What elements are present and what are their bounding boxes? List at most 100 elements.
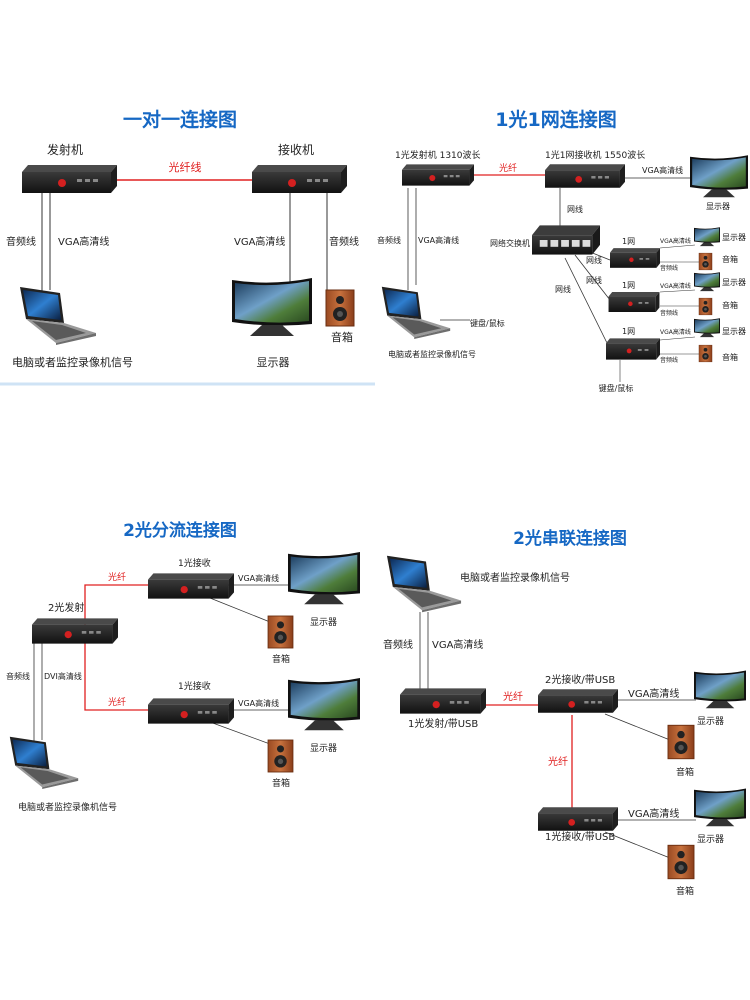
receiver-device — [545, 164, 625, 188]
vga-cable — [659, 289, 696, 293]
vga-label: VGA高清线 — [628, 807, 679, 820]
vga-label: VGA高清线 — [58, 235, 109, 248]
monitor-label: 显示器 — [310, 743, 337, 754]
speaker-icon — [267, 739, 294, 773]
diagram-2fiber-split: 2光分流连接图 2光发射 光纤 光纤 1光接收 1光接收 VGA高清线 VGA高… — [6, 520, 360, 813]
audio-label: 音频线 — [6, 235, 36, 248]
speaker-label: 音箱 — [722, 254, 738, 264]
laptop-icon — [9, 736, 79, 789]
audio-cable — [604, 831, 671, 859]
diagram-2-title: 1光1网连接图 — [495, 108, 616, 131]
net-line-label: 网线 — [586, 255, 602, 265]
unit-label: 1网 — [622, 237, 635, 246]
audio-cable — [209, 721, 271, 745]
vga-label: VGA高清线 — [628, 687, 679, 700]
transmitter-label: 发射机 — [47, 142, 83, 157]
speaker-label: 音箱 — [331, 330, 353, 344]
audio-label: 音频线 — [660, 264, 678, 272]
speaker-label: 音箱 — [676, 766, 694, 778]
speaker-label: 音箱 — [722, 300, 738, 310]
vga-label: VGA高清线 — [660, 328, 691, 336]
vga-label: VGA高清线 — [660, 237, 691, 245]
monitor-label: 显示器 — [722, 278, 746, 287]
vga-label: VGA高清线 — [238, 698, 279, 708]
kbm-label: 键盘/鼠标 — [599, 383, 634, 393]
laptop-icon — [381, 286, 451, 339]
source-label: 电脑或者监控录像机信号 — [460, 571, 570, 584]
diagram-1fiber-1net: 1光1网连接图 1光发射机 1310波长 1光1 — [377, 108, 748, 393]
receiver-label: 1光接收/带USB — [545, 830, 615, 843]
vga-label: VGA高清线 — [432, 638, 483, 651]
transmitter-device — [22, 165, 117, 193]
receiver-device-1 — [538, 807, 618, 831]
diagram-3-title: 2光分流连接图 — [123, 520, 237, 541]
speaker-icon — [698, 252, 713, 271]
monitor-icon — [694, 272, 720, 292]
vga-label: VGA高清线 — [234, 235, 285, 248]
transmitter-device — [400, 688, 486, 714]
receiver-label: 1光接收 — [178, 680, 211, 692]
monitor-label: 显示器 — [310, 617, 337, 628]
fiber-label: 光纤 — [108, 696, 126, 708]
receiver-label: 1光1网接收机 1550波长 — [545, 149, 645, 161]
diagram-4-title: 2光串联连接图 — [513, 528, 627, 549]
transmitter-device — [32, 618, 118, 644]
monitor-label: 显示器 — [697, 716, 724, 727]
monitor-icon — [694, 227, 720, 247]
source-label: 电脑或者监控录像机信号 — [388, 349, 476, 359]
monitor-label: 显示器 — [722, 233, 746, 242]
receiver-label: 1光接收 — [178, 557, 211, 569]
dvi-label: DVI高清线 — [44, 671, 82, 681]
audio-label: 音频线 — [6, 671, 30, 681]
monitor-icon — [232, 278, 312, 336]
monitor-label: 显示器 — [722, 327, 746, 336]
fiber-line — [84, 584, 150, 628]
monitor-label: 显示器 — [257, 356, 290, 369]
diagram-one-to-one: 一对一连接图 发射机 接收机 光纤线 音频线 VGA高清线 VGA高清线 音频线… — [6, 108, 359, 369]
receiver-device-bottom — [148, 698, 234, 724]
fiber-line — [84, 640, 150, 711]
vga-cable — [659, 336, 696, 341]
audio-label: 音频线 — [660, 309, 678, 317]
fiber-label: 光纤 — [499, 162, 517, 174]
monitor-icon — [690, 155, 748, 198]
fiber-label: 光纤 — [503, 690, 523, 703]
monitor-icon — [694, 670, 746, 709]
switch-icon — [532, 225, 600, 255]
kbm-label: 键盘/鼠标 — [470, 318, 505, 328]
speaker-icon — [267, 615, 294, 649]
diagram-1-title: 一对一连接图 — [123, 108, 237, 131]
speaker-icon — [698, 344, 713, 363]
monitor-label: 显示器 — [697, 834, 724, 845]
vga-label: VGA高清线 — [660, 282, 691, 290]
vga-label: VGA高清线 — [238, 573, 279, 583]
net-line-label: 网线 — [586, 275, 602, 285]
unit-label: 1网 — [622, 281, 635, 290]
speaker-icon — [667, 724, 695, 760]
audio-label: 音频线 — [377, 235, 401, 245]
receiver-device-2 — [538, 689, 618, 713]
unit-label: 1网 — [622, 327, 635, 336]
net-unit-2 — [608, 292, 660, 312]
speaker-label: 音箱 — [272, 777, 290, 789]
speaker-icon — [325, 289, 355, 327]
diagram-2fiber-cascade: 2光串联连接图 电脑或者监控录像机信号 音频线 VGA高清线 1光发射/带USB… — [383, 528, 746, 897]
net-unit-1 — [610, 248, 660, 268]
net-cable — [574, 254, 611, 301]
receiver-label: 2光接收/带USB — [545, 673, 615, 686]
net-line-label: 网线 — [555, 284, 571, 294]
audio-cable — [209, 597, 271, 623]
monitor-icon — [694, 788, 746, 827]
fiber-label: 光纤 — [108, 571, 126, 583]
transmitter-label: 2光发射 — [48, 601, 84, 614]
receiver-device-top — [148, 573, 234, 599]
audio-label: 音频线 — [329, 235, 359, 248]
laptop-icon — [386, 555, 462, 613]
speaker-label: 音箱 — [722, 352, 738, 362]
speaker-label: 音箱 — [676, 885, 694, 897]
speaker-icon — [667, 844, 695, 880]
net-unit-3 — [606, 338, 660, 360]
switch-label: 网络交换机 — [490, 238, 530, 248]
audio-label: 音频线 — [383, 638, 413, 651]
transmitter-device — [402, 164, 474, 186]
